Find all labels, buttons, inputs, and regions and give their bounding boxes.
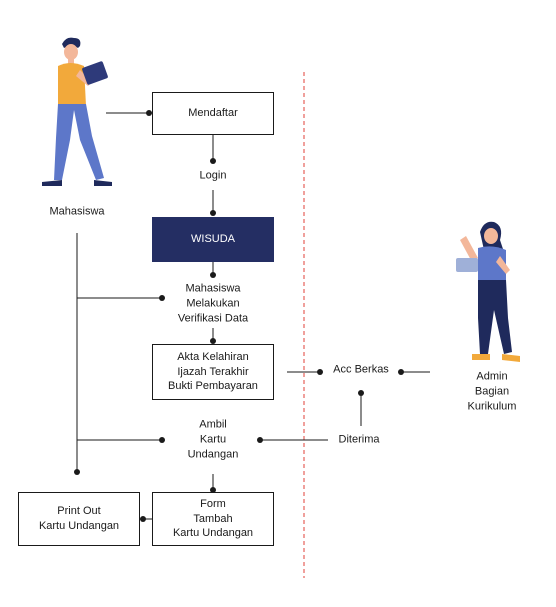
step-documents-label: Akta Kelahiran Ijazah Terakhir Bukti Pem… (168, 350, 258, 393)
connector-dot (210, 158, 216, 164)
step-accepted-label: Diterima (338, 433, 380, 446)
actor-admin-label: Admin Bagian Kurikulum (467, 370, 517, 413)
step-verify-label: Mahasiswa Melakukan Verifikasi Data (177, 282, 249, 325)
step-register-box: Mendaftar (152, 92, 274, 135)
step-form-label: Form Tambah Kartu Undangan (172, 497, 254, 540)
connector-dot (210, 272, 216, 278)
connector-dot (210, 210, 216, 216)
connector-dot (257, 437, 263, 443)
actor-student-label: Mahasiswa (49, 205, 105, 218)
step-graduation-label: WISUDA (191, 233, 235, 246)
student-illustration (42, 37, 112, 186)
connector-dot (74, 469, 80, 475)
connector-dot (317, 369, 323, 375)
connector-dot (398, 369, 404, 375)
connector-dot (358, 390, 364, 396)
step-accept-files-label: Acc Berkas (333, 363, 389, 376)
connector-dot (210, 487, 216, 493)
step-take-card-label: Ambil Kartu Undangan (187, 418, 239, 461)
step-print-box: Print Out Kartu Undangan (18, 492, 140, 546)
step-graduation-box: WISUDA (152, 217, 274, 262)
step-register-label: Mendaftar (188, 107, 238, 120)
admin-illustration (456, 221, 520, 362)
connector-dot (159, 437, 165, 443)
step-documents-box: Akta Kelahiran Ijazah Terakhir Bukti Pem… (152, 344, 274, 400)
step-form-box: Form Tambah Kartu Undangan (152, 492, 274, 546)
connector-dot (146, 110, 152, 116)
step-login-label: Login (199, 169, 227, 182)
step-print-label: Print Out Kartu Undangan (38, 505, 120, 532)
connector-dot (210, 338, 216, 344)
connector-dot (140, 516, 146, 522)
connector-dot (159, 295, 165, 301)
